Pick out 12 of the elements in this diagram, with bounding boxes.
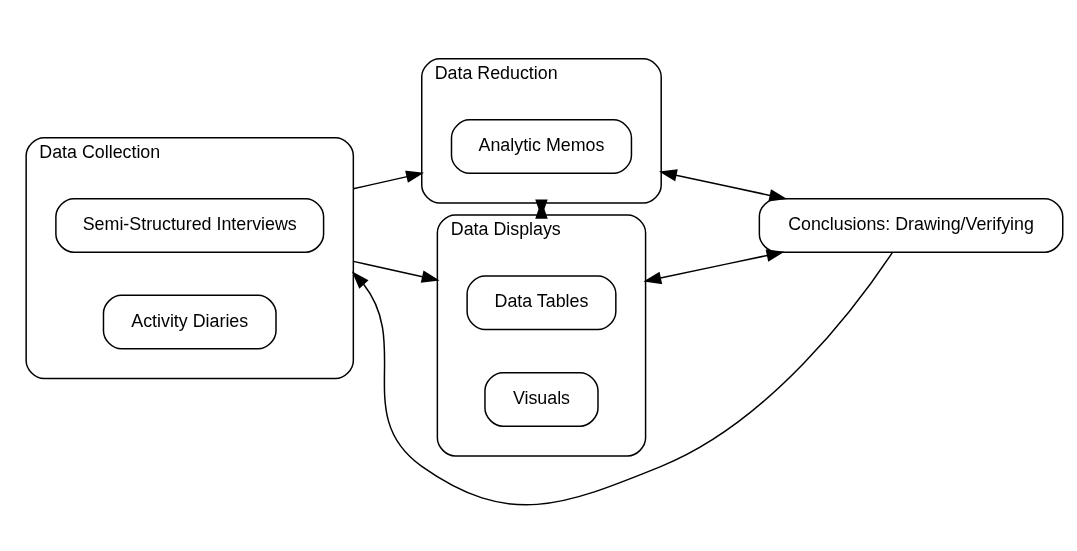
arrow <box>352 260 440 283</box>
arrow <box>643 248 785 284</box>
node-box: Conclusions: Drawing/Verifying <box>758 197 1064 253</box>
node-box: Activity Diaries <box>102 294 277 350</box>
node-box: Visuals <box>484 371 599 427</box>
arrow <box>352 170 424 190</box>
node-box: Data Tables <box>466 274 617 330</box>
node-box: Analytic Memos <box>450 118 633 174</box>
arrow <box>659 168 788 201</box>
arrow <box>351 251 894 505</box>
node-box: Semi-Structured Interviews <box>55 197 325 253</box>
arrow <box>535 198 548 219</box>
